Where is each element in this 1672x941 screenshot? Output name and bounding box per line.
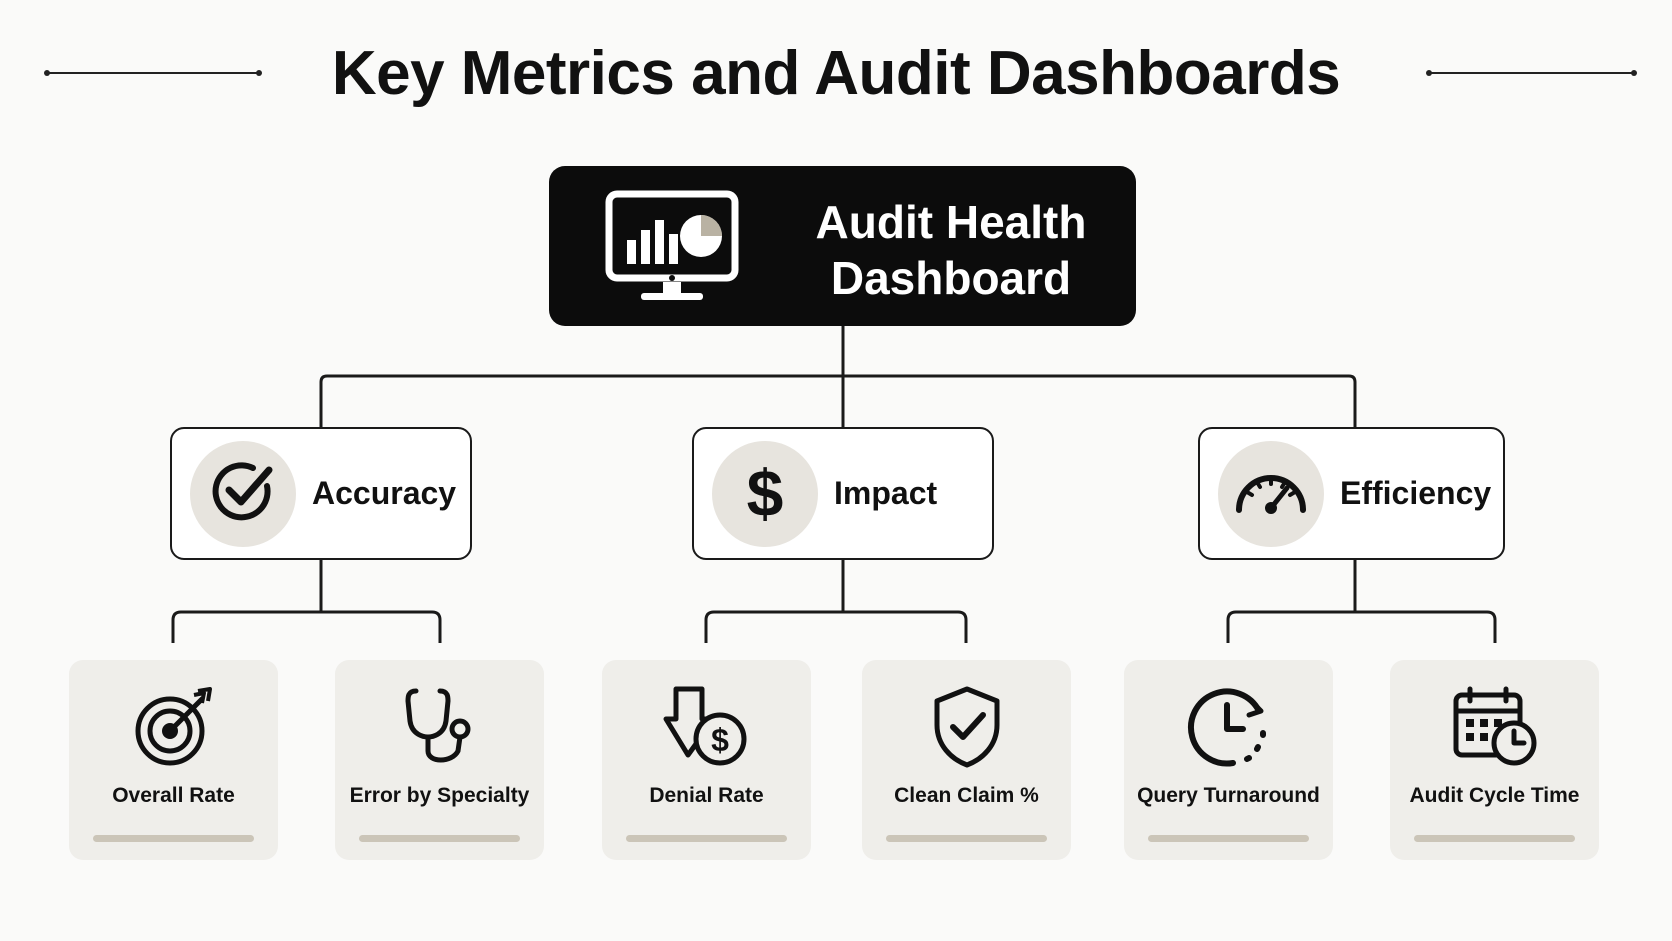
title-rule-left (44, 70, 262, 76)
category-label: Efficiency (1340, 475, 1492, 511)
category-efficiency: Efficiency (1198, 427, 1505, 560)
category-label: Impact (834, 475, 938, 511)
metric-card-denial-rate: $ Denial Rate (602, 660, 811, 860)
title-rule-right (1426, 70, 1637, 76)
metric-bar (626, 835, 787, 842)
speedometer-icon (1231, 462, 1311, 527)
category-label: Accuracy (312, 475, 457, 511)
target-arrow-icon (69, 682, 278, 772)
page-title: Key Metrics and Audit Dashboards (331, 39, 1341, 108)
metric-label: Error by Specialty (349, 784, 530, 807)
root-title-line2: Dashboard (830, 252, 1072, 304)
category-icon-badge: $ (712, 441, 818, 547)
metric-bar (359, 835, 520, 842)
connector-accuracy-branch (171, 560, 442, 643)
metric-card-audit-cycle-time: Audit Cycle Time (1390, 660, 1599, 860)
metric-label: Denial Rate (649, 784, 764, 807)
monitor-chart-icon (605, 190, 745, 310)
dollar-sign-icon: $ (729, 456, 801, 533)
metric-label: Overall Rate (112, 784, 235, 807)
down-arrow-dollar-icon: $ (602, 682, 811, 772)
metric-label: Query Turnaround (1137, 784, 1320, 807)
svg-text:$: $ (711, 722, 729, 758)
metric-bar (93, 835, 254, 842)
checkmark-circle-icon (207, 456, 279, 533)
metric-card-query-turnaround: Query Turnaround (1124, 660, 1333, 860)
category-icon-badge (1218, 441, 1324, 547)
metric-bar (886, 835, 1047, 842)
root-title-line1: Audit Health (815, 196, 1087, 248)
root-title: Audit Health Dashboard (781, 194, 1121, 306)
metric-label: Clean Claim % (894, 784, 1039, 807)
connector-root-bar (319, 374, 1357, 427)
svg-text:$: $ (747, 456, 784, 528)
metric-bar (1414, 835, 1575, 842)
metric-label: Audit Cycle Time (1409, 784, 1580, 807)
metric-bar (1148, 835, 1309, 842)
root-node-audit-health-dashboard: Audit Health Dashboard (549, 166, 1136, 326)
clock-refresh-icon (1124, 682, 1333, 772)
calendar-clock-icon (1390, 682, 1599, 772)
category-icon-badge (190, 441, 296, 547)
metric-card-overall-rate: Overall Rate (69, 660, 278, 860)
stethoscope-icon (335, 682, 544, 772)
category-impact: $ Impact (692, 427, 994, 560)
metric-card-clean-claim: Clean Claim % (862, 660, 1071, 860)
connector-efficiency-branch (1226, 560, 1497, 643)
shield-check-icon (862, 682, 1071, 772)
category-accuracy: Accuracy (170, 427, 472, 560)
metric-card-error-by-specialty: Error by Specialty (335, 660, 544, 860)
connector-impact-branch (704, 560, 968, 643)
